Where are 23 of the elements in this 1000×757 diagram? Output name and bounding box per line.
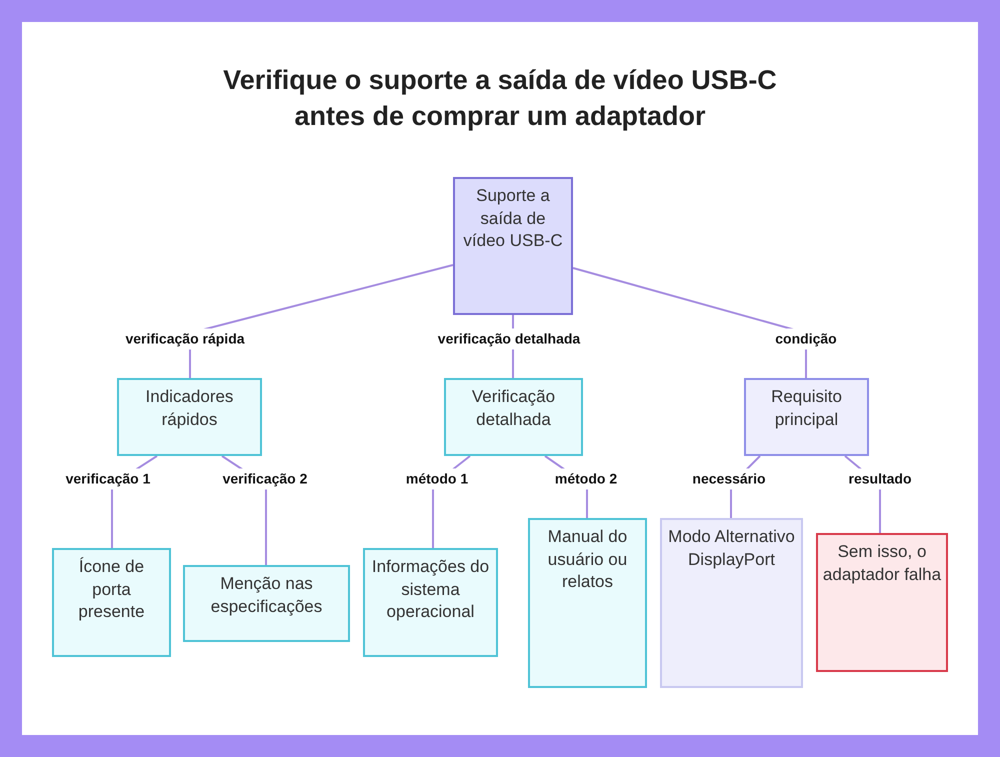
process-box: [363, 548, 498, 657]
node-text: Menção nas especificações: [210, 573, 324, 618]
node-text: Informações do sistema operacional: [370, 556, 490, 623]
node-text: Suporte a saída de vídeo USB-C: [462, 185, 564, 252]
process-box: [816, 533, 948, 672]
process-box: [444, 378, 583, 456]
connector-line: [572, 267, 807, 378]
diagram-title: Verifique o suporte a saída de vídeo USB-C antes de comprar um adaptador: [222, 64, 778, 133]
process-box: [183, 565, 350, 642]
process-box: [117, 378, 262, 456]
node-text: Indicadores rápidos: [144, 386, 234, 430]
process-box: [453, 177, 573, 315]
connector-line: [189, 264, 454, 378]
process-box: [528, 518, 647, 688]
node-text: Requisito principal: [770, 386, 843, 430]
node-text: Modo Alternativo DisplayPort: [667, 526, 796, 570]
process-box: [660, 518, 803, 688]
node-text: Sem isso, o adaptador falha: [822, 541, 942, 586]
node-text: Manual do usuário ou relatos: [546, 526, 628, 593]
node-text: Verificação detalhada: [470, 386, 556, 430]
process-box: [744, 378, 869, 456]
process-box: [52, 548, 171, 657]
node-text: Ícone de porta presente: [77, 556, 146, 623]
